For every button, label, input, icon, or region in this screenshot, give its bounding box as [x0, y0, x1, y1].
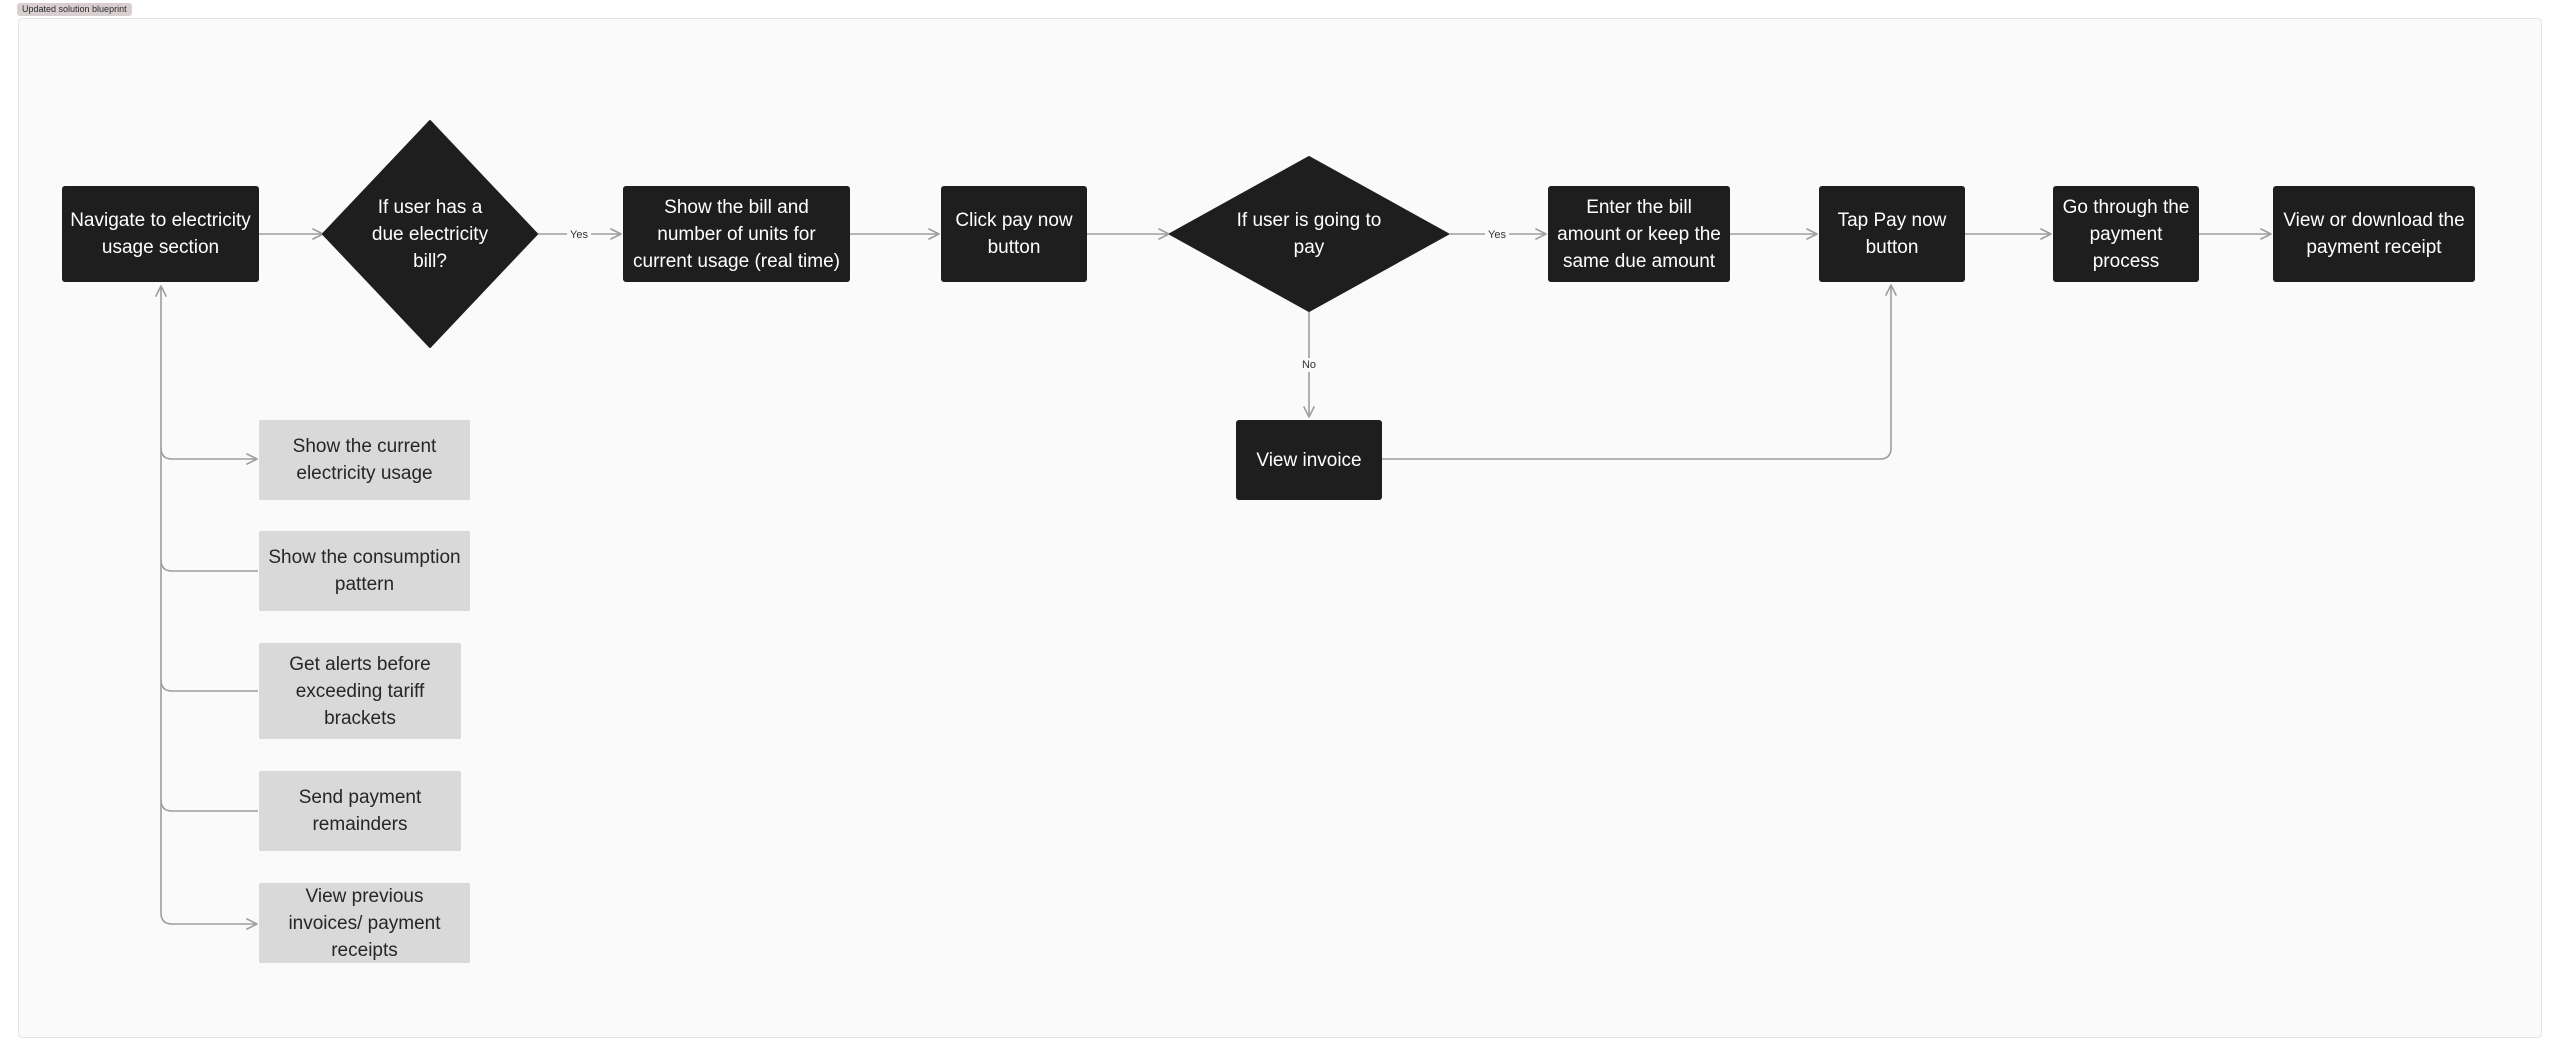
edge-branch-consumption — [160, 559, 258, 572]
node-current-usage[interactable]: Show the current electricity usage — [259, 420, 470, 500]
node-due-bill-question: If user has a due electricity bill? — [371, 196, 489, 272]
node-tap-pay-now[interactable]: Tap Pay now button — [1819, 186, 1965, 282]
node-navigate-usage[interactable]: Navigate to electricity usage section — [62, 186, 259, 282]
node-click-pay-now[interactable]: Click pay now button — [941, 186, 1087, 282]
node-previous-invoices[interactable]: View previous invoices/ payment receipts — [259, 883, 470, 963]
edge-view-invoice-to-tap-pay — [1382, 284, 1897, 460]
node-view-invoice[interactable]: View invoice — [1236, 420, 1382, 500]
edge-label-yes-2: Yes — [1485, 228, 1509, 242]
edge-branch-alerts — [160, 679, 258, 692]
node-payment-reminders[interactable]: Send payment remainders — [259, 771, 461, 851]
edge-label-no: No — [1298, 358, 1320, 372]
node-enter-bill-amount[interactable]: Enter the bill amount or keep the same d… — [1548, 186, 1730, 282]
edge-branch-previous-invoices — [160, 912, 258, 930]
node-consumption-pattern[interactable]: Show the consumption pattern — [259, 531, 470, 611]
edge-label-yes-1: Yes — [567, 228, 591, 242]
edge-branch-current-usage — [160, 447, 258, 465]
decision-diamond-going-to-pay[interactable] — [1169, 156, 1449, 312]
node-going-to-pay-question: If user is going to pay — [1236, 210, 1382, 258]
node-payment-receipt[interactable]: View or download the payment receipt — [2273, 186, 2475, 282]
node-tariff-alerts[interactable]: Get alerts before exceeding tariff brack… — [259, 643, 461, 739]
frame-label[interactable]: Updated solution blueprint — [17, 3, 132, 16]
decision-diamond-due-bill[interactable] — [322, 120, 538, 348]
node-payment-process[interactable]: Go through the payment process — [2053, 186, 2199, 282]
edge-branch-reminders — [160, 799, 258, 812]
node-show-bill[interactable]: Show the bill and number of units for cu… — [623, 186, 850, 282]
